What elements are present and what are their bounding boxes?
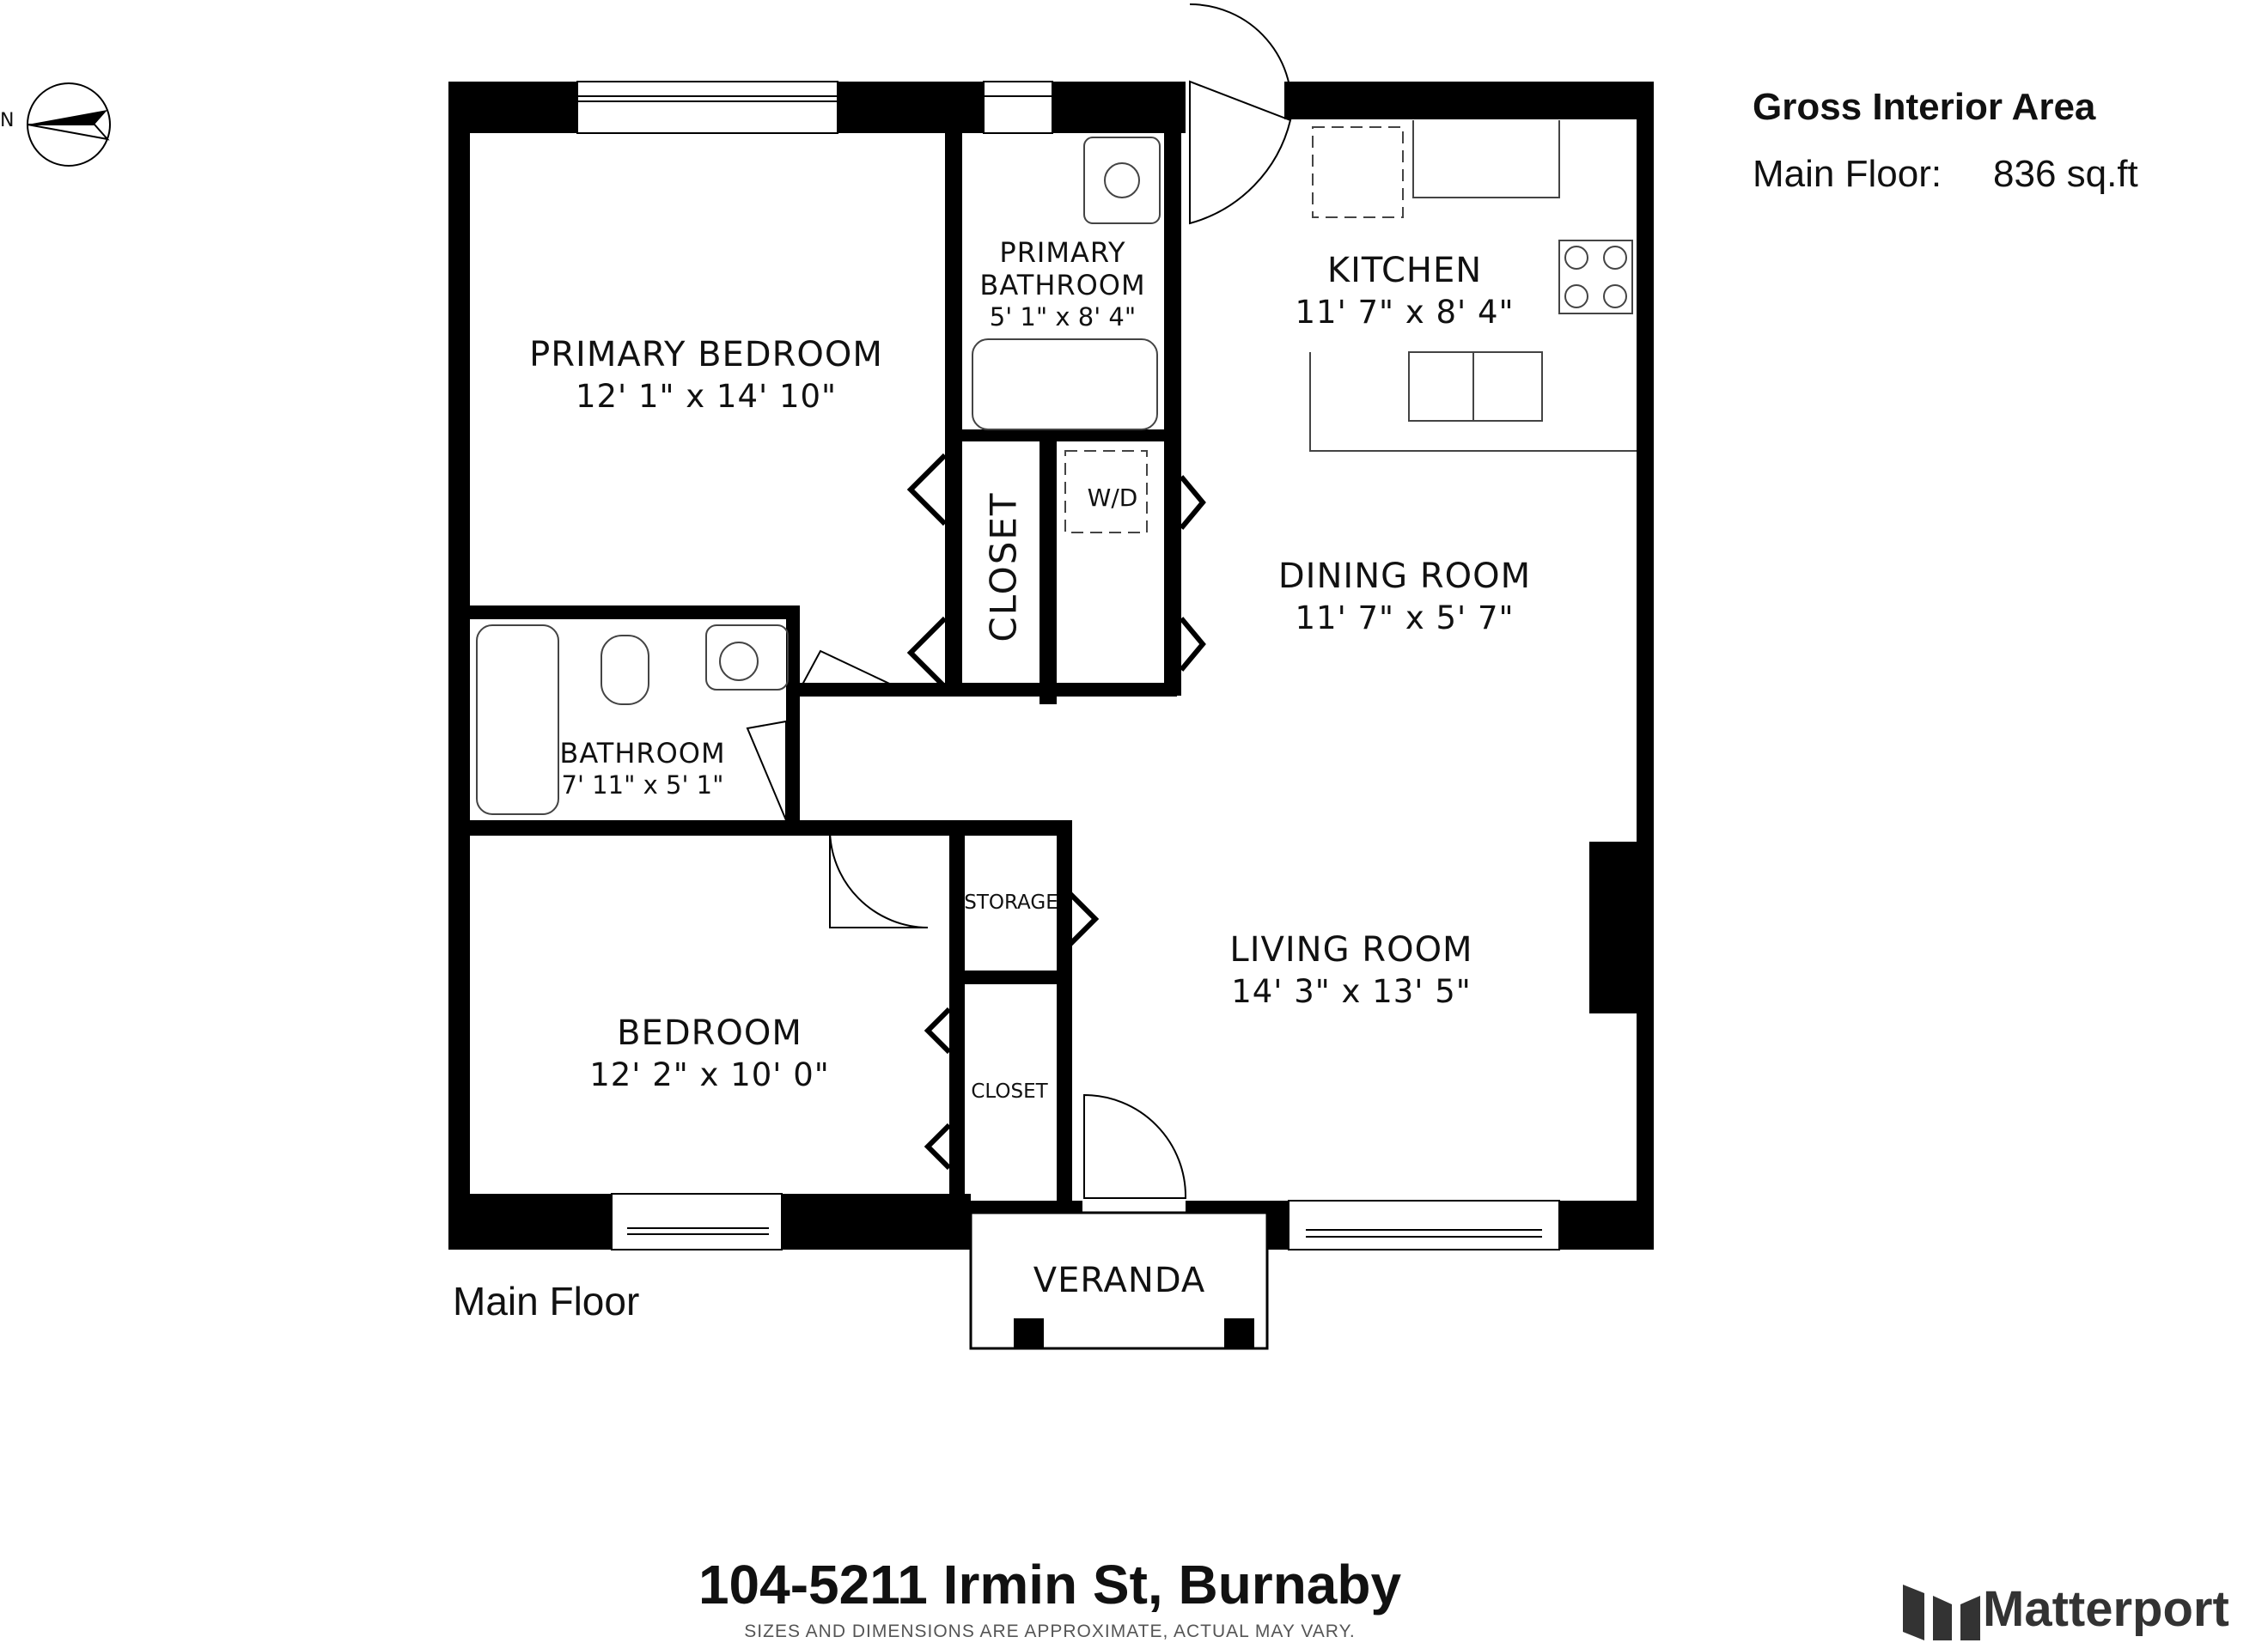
- windows: [576, 81, 1560, 1250]
- room-bathroom-name: BATHROOM: [559, 737, 726, 770]
- doors: [746, 3, 1293, 1199]
- property-address: 104-5211 Irmin St, Burnaby: [698, 1554, 1402, 1616]
- fixtures: [476, 120, 1637, 815]
- room-primary-bathroom-dims: 5' 1" x 8' 4": [989, 302, 1137, 332]
- room-laundry-name: W/D: [1087, 484, 1138, 512]
- room-primary-bathroom-name-1: PRIMARY: [999, 236, 1126, 269]
- room-bedroom-name: BEDROOM: [617, 1013, 802, 1053]
- floor-name: Main Floor: [453, 1279, 640, 1323]
- room-kitchen-dims: 11' 7" x 8' 4": [1295, 294, 1515, 331]
- area-floor-value: 836 sq.ft: [1993, 153, 2138, 195]
- room-veranda-name: VERANDA: [1033, 1261, 1206, 1300]
- room-dining-dims: 11' 7" x 5' 7": [1295, 599, 1515, 636]
- room-primary-bedroom-dims: 12' 1" x 14' 10": [575, 378, 838, 415]
- room-kitchen-name: KITCHEN: [1326, 251, 1483, 290]
- area-summary-title: Gross Interior Area: [1753, 86, 2096, 128]
- matterport-logo-icon: [1903, 1585, 1980, 1640]
- room-closet-main-name: CLOSET: [982, 491, 1025, 642]
- bifold-doors: [906, 453, 1206, 1171]
- compass-north-letter: N: [0, 110, 15, 131]
- room-storage-name: STORAGE: [964, 891, 1058, 914]
- room-dining-name: DINING ROOM: [1277, 557, 1532, 596]
- room-closet-bedroom-name: CLOSET: [971, 1080, 1048, 1103]
- room-primary-bathroom-name-2: BATHROOM: [979, 269, 1146, 301]
- interior-walls: [470, 129, 1181, 1207]
- area-floor-label: Main Floor:: [1753, 153, 1942, 195]
- room-bedroom-dims: 12' 2" x 10' 0": [589, 1056, 830, 1093]
- exterior-walls: [448, 82, 1654, 1250]
- room-living-dims: 14' 3" x 13' 5": [1231, 973, 1472, 1010]
- room-primary-bedroom-name: PRIMARY BEDROOM: [529, 335, 883, 374]
- veranda-outline: [969, 1211, 1269, 1350]
- compass-icon: [27, 82, 111, 167]
- disclaimer: SIZES AND DIMENSIONS ARE APPROXIMATE, AC…: [744, 1622, 1356, 1641]
- room-bathroom-dims: 7' 11" x 5' 1": [561, 770, 724, 800]
- brand-name: Matterport: [1983, 1581, 2229, 1637]
- room-living-name: LIVING ROOM: [1229, 930, 1473, 970]
